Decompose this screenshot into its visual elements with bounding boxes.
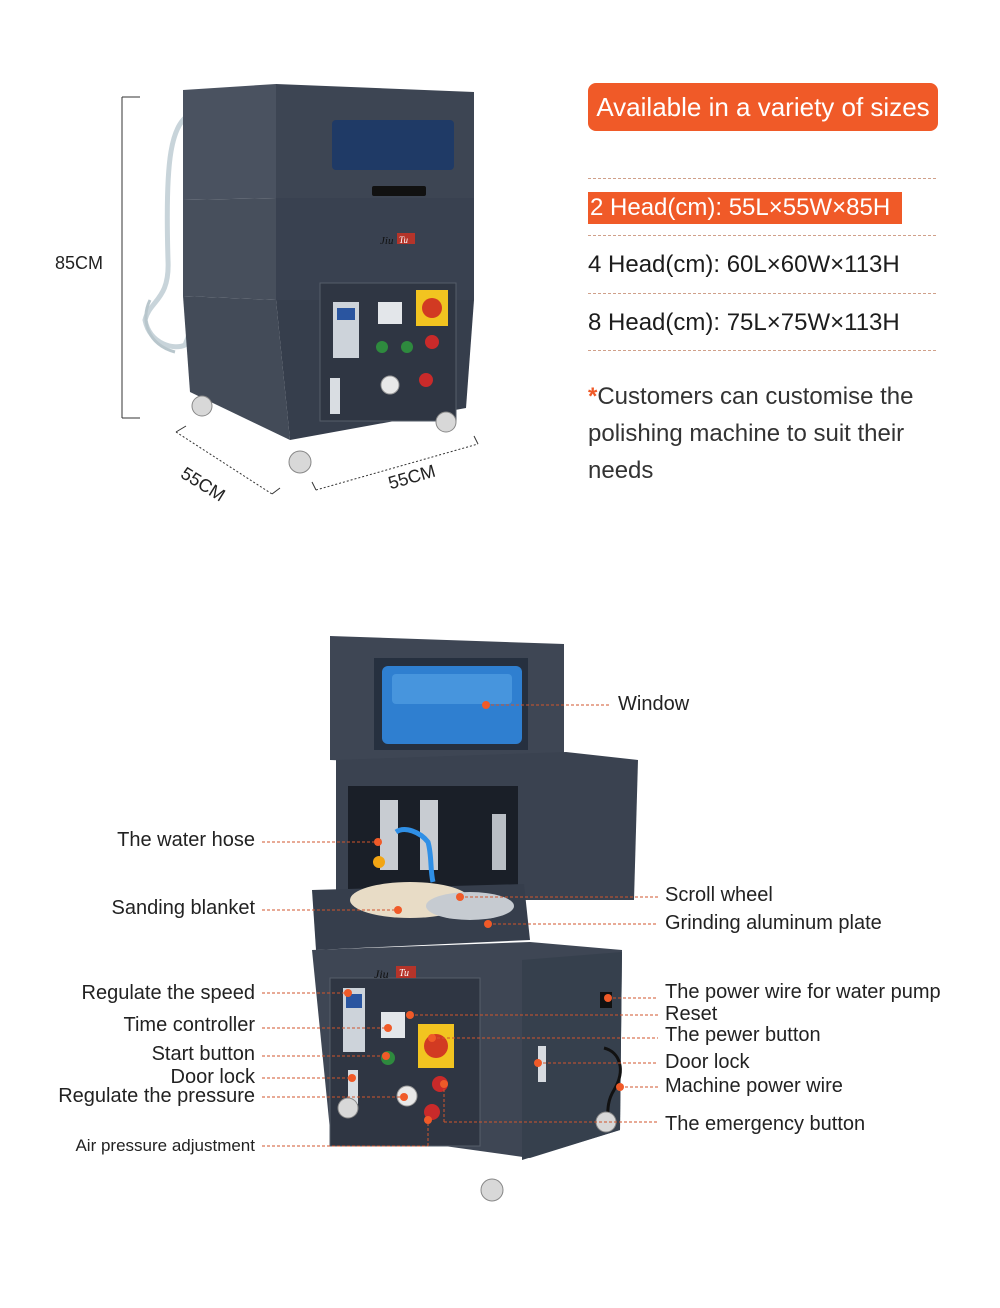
callout-start-button: Start button [151,1043,255,1065]
svg-text:Tu: Tu [399,968,409,979]
callout-machine-power-wire: Machine power wire [665,1075,843,1097]
spec-2-head: 2 Head(cm): 55L×55W×85H [588,192,903,224]
callout-regulate-pressure: Regulate the pressure [58,1085,255,1107]
machine-open-illustration: Jiu Tu [262,636,658,1202]
sizes-badge: Available in a variety of sizes [588,83,938,131]
callout-window: Window [618,693,690,715]
spec-divider [588,235,936,236]
callout-scroll-wheel: Scroll wheel [665,884,773,906]
callout-reset: Reset [665,1003,718,1025]
spec-divider [588,293,936,294]
callout-water-hose: The water hose [117,829,255,851]
spec-4-head: 4 Head(cm): 60L×60W×113H [588,251,900,278]
height-dimension-label: 85CM [55,253,104,273]
brand-logo-bottom: Jiu [374,967,389,981]
callout-door-lock-right: Door lock [665,1051,750,1073]
callout-door-lock-left: Door lock [170,1066,255,1088]
callout-emergency-button: The emergency button [665,1113,866,1135]
note-text: Customers can customise the polishing ma… [588,383,914,484]
spec-divider [588,178,936,179]
customisation-note: *Customers can customise the polishing m… [588,378,958,489]
spec-divider [588,350,936,351]
callout-air-pressure-adjustment: Air pressure adjustment [75,1136,255,1155]
brand-logo-top: Jiu [380,235,394,247]
note-asterisk: * [588,383,598,410]
callout-regulate-speed: Regulate the speed [81,982,255,1004]
callout-grinding-aluminum-plate: Grinding aluminum plate [665,912,882,934]
svg-text:Tu: Tu [399,235,409,245]
spec-8-head: 8 Head(cm): 75L×75W×113H [588,309,900,336]
machine-closed-illustration: Jiu Tu [121,84,479,495]
callout-power-button: The pewer button [665,1024,821,1046]
callout-sanding-blanket: Sanding blanket [111,897,255,919]
callout-time-controller: Time controller [123,1014,255,1036]
callout-water-pump-power-wire: The power wire for water pump [665,981,941,1003]
